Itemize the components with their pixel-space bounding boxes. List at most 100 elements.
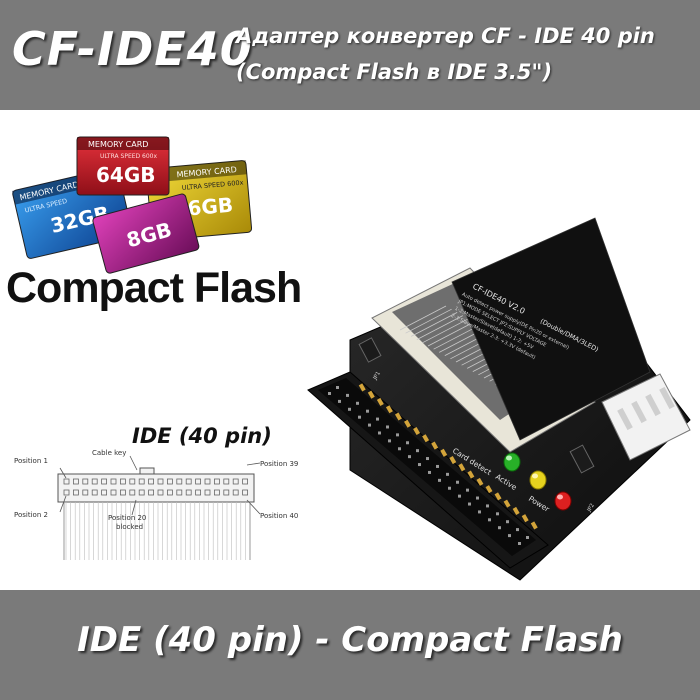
ide-pin <box>129 478 136 485</box>
solder-pad <box>458 463 466 472</box>
solder-pad <box>358 383 366 392</box>
header-pin <box>498 526 501 530</box>
compact-flash-logo: Compact Flash <box>6 264 302 312</box>
ide-pin <box>176 489 183 496</box>
ide-pin <box>148 478 155 485</box>
header-pin <box>378 431 381 435</box>
ide-pin <box>223 478 230 485</box>
cf-pin <box>427 321 475 347</box>
header-pin <box>366 409 369 413</box>
ide-pin <box>157 478 164 485</box>
header-pin <box>526 536 529 539</box>
ide-pin <box>166 478 173 485</box>
ide-pin <box>213 489 220 496</box>
cf-pin <box>411 312 458 337</box>
solder-pad <box>512 506 520 515</box>
ide-pin <box>185 478 192 485</box>
ide-pin <box>166 489 173 496</box>
header-pin <box>518 542 521 545</box>
ide-pin <box>232 489 239 496</box>
label-position-40: Position 40 <box>260 512 298 520</box>
ide-pin <box>138 478 145 485</box>
solder-pad <box>530 521 538 530</box>
ide-pin <box>195 489 202 496</box>
top-banner <box>0 0 700 110</box>
ide-connector-diagram <box>57 455 261 560</box>
ide-pin <box>101 478 107 485</box>
header-pin <box>376 417 379 421</box>
jumper-label-jp2: JP2 <box>586 503 596 514</box>
label-position-39: Position 39 <box>260 460 298 468</box>
header-pin <box>516 528 519 532</box>
ide-pin <box>195 478 202 485</box>
brand-title: CF-IDE40 <box>12 22 253 76</box>
label-position-20-blocked: blocked <box>116 523 143 531</box>
product-subtitle-line2: (Compact Flash в IDE 3.5") <box>236 60 553 84</box>
header-pin <box>358 415 361 419</box>
header-pin <box>388 439 391 443</box>
solder-pad <box>367 390 375 399</box>
header-pin <box>448 486 451 490</box>
cf-pin <box>405 308 452 334</box>
label-position-1: Position 1 <box>14 457 48 465</box>
ide-pin <box>110 489 117 496</box>
label-position-2: Position 2 <box>14 511 48 519</box>
ide-pin <box>110 478 117 485</box>
ide-pin <box>148 489 155 496</box>
header-pin <box>368 423 371 427</box>
solder-pad <box>476 477 484 486</box>
card-capacity: 64GB <box>96 163 156 187</box>
ide-pin <box>63 478 70 485</box>
header-pin <box>456 480 459 484</box>
header-pin <box>496 512 499 516</box>
header-pin <box>468 502 471 506</box>
solder-pad <box>449 456 457 465</box>
ide-pin <box>91 478 98 485</box>
ide-pin <box>101 489 107 496</box>
header-pin <box>398 447 401 451</box>
header-pin <box>356 401 359 405</box>
header-pin <box>428 470 431 474</box>
cf-pin <box>416 315 463 340</box>
cf-ide-adapter-board: CF-IDE40 V2.0 (Double/DMA/3LED) Auto det… <box>307 217 691 581</box>
ide-pin <box>204 478 211 485</box>
header-pin <box>486 504 489 508</box>
solder-pad <box>422 434 430 443</box>
header-pin <box>476 496 479 500</box>
led-active <box>529 470 547 490</box>
solder-pad <box>440 448 448 457</box>
header-pin <box>436 464 439 468</box>
header-pin <box>446 472 449 476</box>
card-label: MEMORY CARD <box>88 140 148 149</box>
ide-pin <box>91 489 98 496</box>
solder-pad <box>431 441 439 450</box>
header-pin <box>508 534 511 538</box>
solder-pad <box>467 470 475 479</box>
ide-pin <box>63 489 70 496</box>
header-pin <box>466 488 469 492</box>
led-card-detect <box>503 452 521 472</box>
header-pin <box>458 494 461 498</box>
ide-pin <box>73 478 79 485</box>
solder-pad <box>376 397 384 406</box>
header-pin <box>346 393 349 397</box>
solder-pad <box>413 426 421 436</box>
memory-card-64gb: MEMORY CARD ULTRA SPEED 600x 64GB <box>76 136 170 196</box>
header-pin <box>438 478 441 482</box>
ide-diagram-title: IDE (40 pin) <box>132 424 272 448</box>
solder-pad <box>485 485 493 494</box>
header-pin <box>418 463 421 467</box>
ide-pin-row <box>63 478 249 496</box>
ide-pin <box>213 478 220 485</box>
ide-pin <box>82 478 89 485</box>
product-subtitle-line1: Адаптер конвертер CF - IDE 40 pin <box>236 24 655 48</box>
cf-pin <box>399 305 447 331</box>
header-pin <box>386 425 389 429</box>
solder-pad <box>494 492 502 501</box>
header-pin <box>426 457 429 461</box>
card-speed: ULTRA SPEED 600x <box>100 153 157 160</box>
bottom-banner <box>0 590 700 700</box>
ide-pin <box>157 489 164 496</box>
ide-pin <box>82 489 89 496</box>
